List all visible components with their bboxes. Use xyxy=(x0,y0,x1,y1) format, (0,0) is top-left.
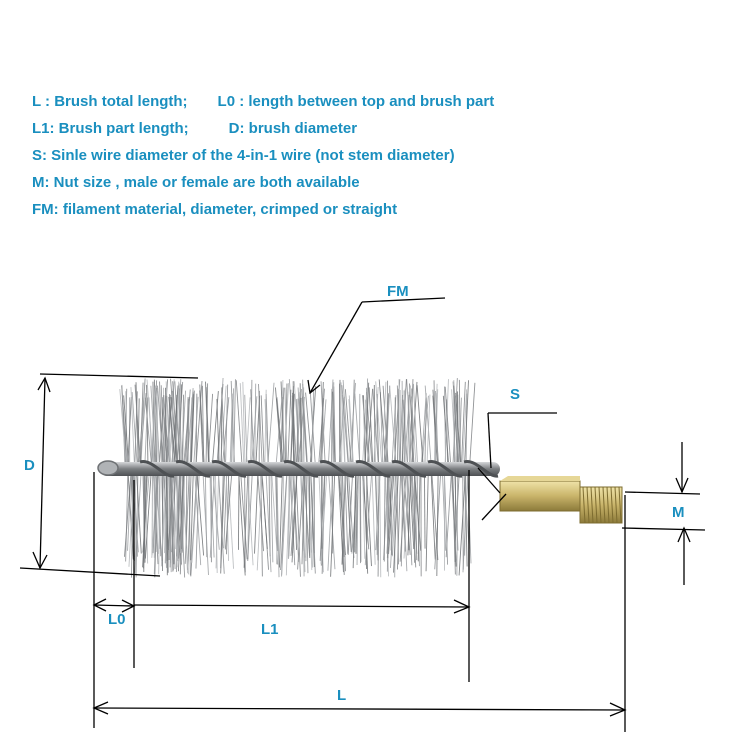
brass-nut xyxy=(499,476,623,524)
label-d: D xyxy=(24,457,35,474)
legend-l-text: L : Brush total length; xyxy=(32,93,188,110)
twisted-stem xyxy=(97,460,500,478)
legend-line-1: L : Brush total length; L0 : length betwe… xyxy=(32,88,732,115)
label-m: M xyxy=(672,504,685,521)
legend-l1-text: L1: Brush part length; xyxy=(32,120,189,137)
legend-m-text: M: Nut size , male or female are both av… xyxy=(32,174,360,191)
legend-line-2: L1: Brush part length; D: brush diameter xyxy=(32,115,732,142)
legend-fm-text: FM: filament material, diameter, crimped… xyxy=(32,201,398,218)
dimension-lines xyxy=(19,297,706,732)
legend-d-text: D: brush diameter xyxy=(228,120,358,137)
label-l1: L1 xyxy=(261,621,279,638)
label-l0: L0 xyxy=(108,611,126,628)
label-fm: FM xyxy=(387,283,409,300)
legend-l0-text: L0 : length between top and brush part xyxy=(217,93,495,110)
legend-line-3: S: Sinle wire diameter of the 4-in-1 wir… xyxy=(32,142,732,169)
brush-bristles xyxy=(119,378,476,578)
label-l: L xyxy=(337,687,346,704)
legend-line-5: FM: filament material, diameter, crimped… xyxy=(32,196,732,223)
label-s: S xyxy=(510,386,520,403)
legend-s-text: S: Sinle wire diameter of the 4-in-1 wir… xyxy=(32,147,455,164)
legend-line-4: M: Nut size , male or female are both av… xyxy=(32,169,732,196)
legend: L : Brush total length; L0 : length betwe… xyxy=(32,88,732,223)
